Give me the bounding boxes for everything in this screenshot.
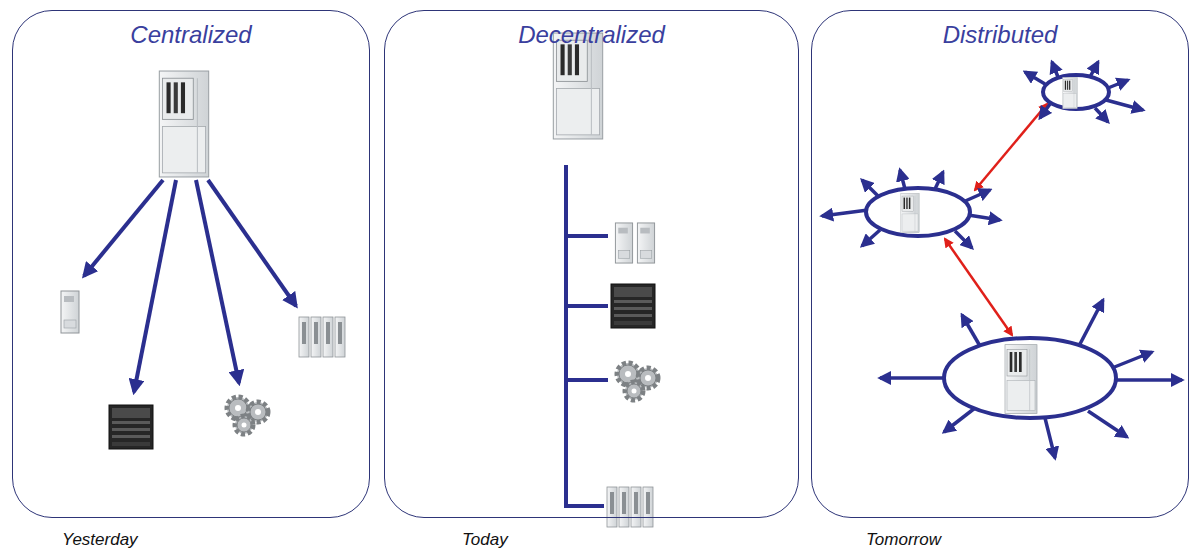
era-label: Yesterday [62,530,138,550]
era-panel: Decentralized [384,10,799,518]
era-label: Today [462,530,508,550]
panel-title: Decentralized [385,21,798,49]
era-label: Tomorrow [866,530,941,550]
era-panel: Distributed [811,10,1189,518]
era-panel: Centralized [12,10,370,518]
panel-title: Distributed [812,21,1188,49]
panel-title: Centralized [13,21,369,49]
